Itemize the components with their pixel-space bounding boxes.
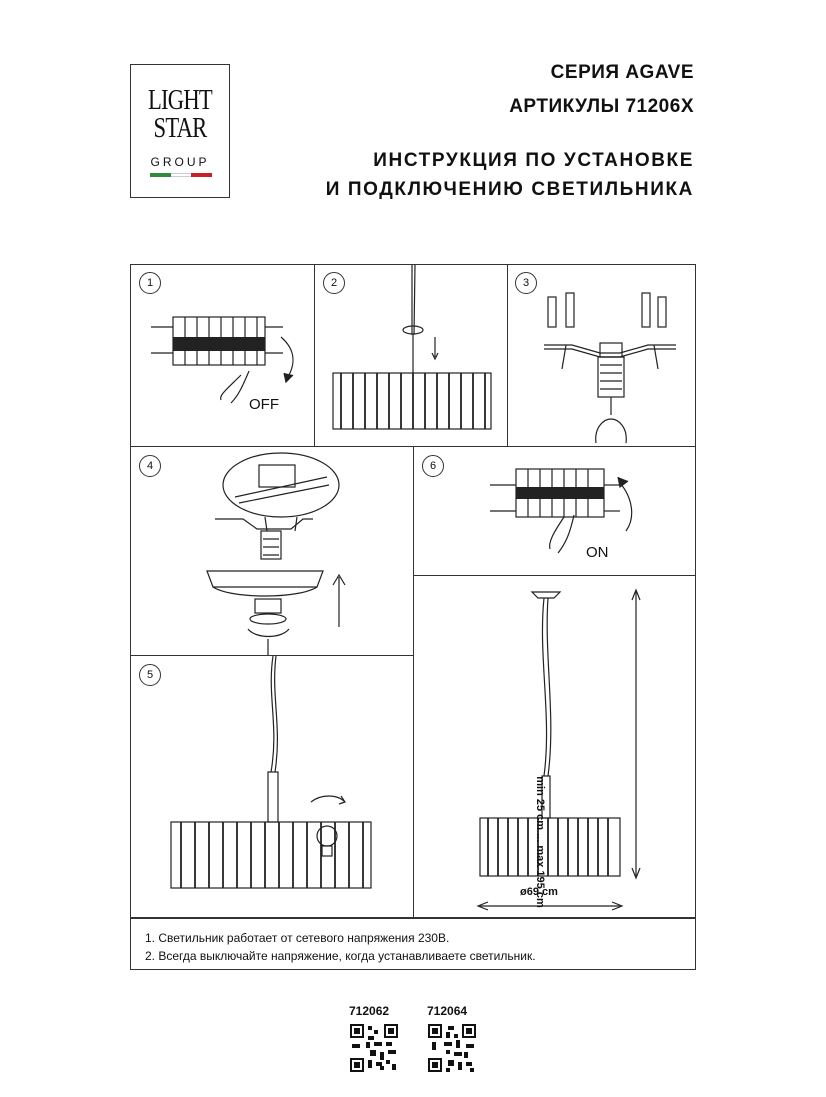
qr-code-icon[interactable] (350, 1024, 398, 1072)
step-number: 5 (139, 664, 161, 686)
notes-box: 1. Светильник работает от сетевого напря… (130, 918, 696, 970)
step-5-panel: 5 (130, 655, 414, 918)
step-number: 6 (422, 455, 444, 477)
mounting-bracket-icon (544, 292, 676, 444)
off-label: OFF (249, 396, 279, 413)
chandelier-dimensions-icon (476, 588, 641, 911)
brand-logo: LIGHT STAR GROUP (130, 64, 230, 198)
qr-code-icon[interactable] (428, 1024, 476, 1072)
step-6-panel: 6 ON (413, 446, 696, 576)
step-number: 4 (139, 455, 161, 477)
step-number: 3 (515, 272, 537, 294)
articles-heading: АРТИКУЛЫ 71206X (509, 96, 694, 117)
canopy-wiring-icon (206, 452, 346, 655)
breaker-on-icon (490, 468, 633, 554)
diameter-dimension: ø69 cm (520, 886, 558, 898)
logo-line-1: LIGHT (148, 84, 213, 116)
step-number: 2 (323, 272, 345, 294)
chandelier-bulb-icon (170, 656, 372, 889)
italian-flag-stripe (150, 173, 213, 177)
article-code-1: 712062 (349, 1004, 390, 1018)
step-1-panel: 1 OFF (130, 264, 315, 447)
title-line-2: И ПОДКЛЮЧЕНИЮ СВЕТИЛЬНИКА (325, 179, 694, 200)
on-label: ON (586, 544, 609, 561)
dimensions-panel: min 25 cm ... max 195 cm ø69 cm (413, 575, 696, 918)
series-heading: СЕРИЯ AGAVE (550, 62, 694, 83)
logo-line-3: GROUP (150, 155, 210, 169)
step-number: 1 (139, 272, 161, 294)
article-code-2: 712064 (427, 1004, 468, 1018)
logo-line-2: STAR (153, 112, 208, 144)
note-1: 1. Светильник работает от сетевого напря… (145, 931, 450, 945)
step-4-panel: 4 (130, 446, 414, 656)
note-2: 2. Всегда выключайте напряжение, когда у… (145, 949, 536, 963)
breaker-off-icon (151, 316, 294, 404)
rod-assembly-icon (332, 265, 492, 430)
title-line-1: ИНСТРУКЦИЯ ПО УСТАНОВКЕ (373, 150, 694, 171)
step-3-panel: 3 (507, 264, 696, 447)
step-2-panel: 2 (314, 264, 508, 447)
